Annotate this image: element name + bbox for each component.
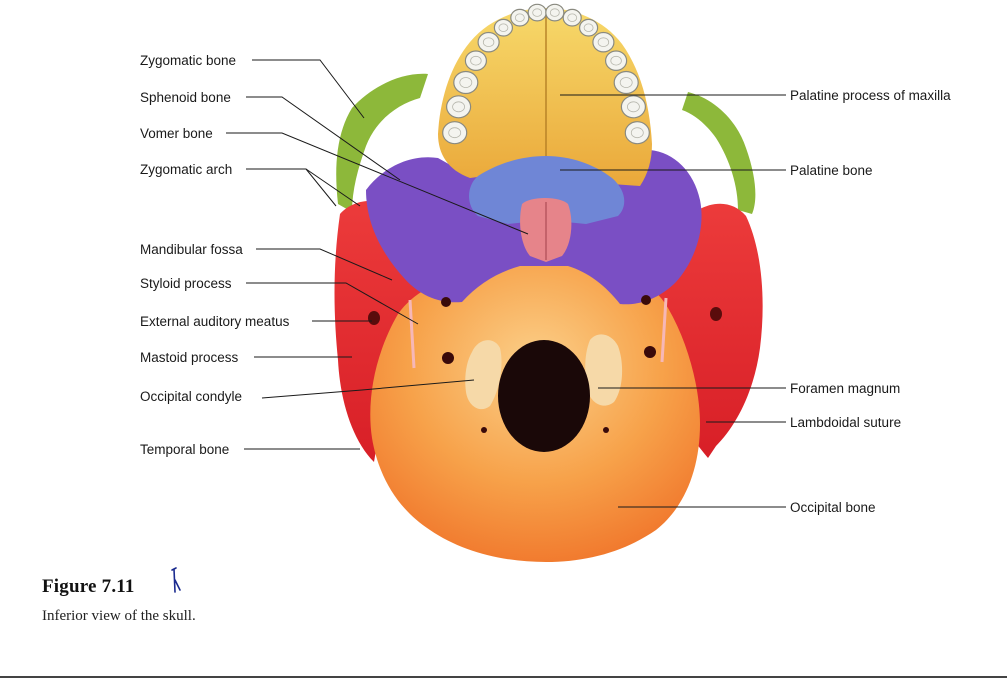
palatine-bone-shape (469, 156, 625, 224)
tooth (442, 121, 468, 145)
tooth-crown (470, 55, 482, 66)
label-mastoid-process: Mastoid process (140, 350, 239, 365)
maxilla-shape (438, 8, 652, 186)
label-zygomatic-bone: Zygomatic bone (140, 53, 236, 68)
leader-zygomatic-bone (252, 59, 365, 119)
leader-styloid-process (246, 282, 419, 325)
styloid-process-left (408, 299, 416, 369)
tooth-crown (514, 13, 525, 22)
label-lambdoidal-suture: Lambdoidal suture (790, 415, 901, 430)
occipital-condyle-left (465, 340, 502, 410)
figure-caption: Inferior view of the skull. (42, 608, 196, 624)
tooth-crown (630, 127, 644, 139)
tooth (624, 121, 650, 145)
figure-number: Figure 7.11 (42, 576, 135, 597)
label-foramen-magnum: Foramen magnum (790, 381, 900, 396)
tooth-crown (452, 101, 466, 113)
tooth (446, 95, 472, 119)
jugular-foramen-right (644, 346, 656, 358)
tooth (592, 31, 615, 53)
bottom-rule (0, 676, 1007, 678)
tooth (464, 50, 487, 71)
foramen-right (641, 295, 651, 305)
tooth (477, 31, 500, 53)
tooth-crown (627, 101, 640, 113)
tooth-crown (597, 37, 610, 47)
jugular-foramen-left (442, 352, 454, 364)
label-occipital-bone: Occipital bone (790, 500, 876, 515)
tooth (604, 50, 628, 71)
tooth-crown (567, 13, 578, 22)
leader-lines (226, 59, 786, 508)
tooth-crown (610, 55, 622, 66)
tooth-crown (448, 127, 462, 139)
tooth (578, 18, 599, 37)
tooth-crown (482, 37, 495, 47)
zygomatic-bone-left (336, 73, 428, 212)
leader-mandibular-fossa (256, 248, 393, 281)
foramen-magnum-opening (498, 340, 590, 452)
label-palatine-bone: Palatine bone (790, 163, 873, 178)
labels: Zygomatic bone Sphenoid bone Vomer bone … (140, 53, 951, 515)
tooth (562, 8, 582, 27)
external-auditory-meatus-left (368, 311, 380, 325)
leader-zygomatic-arch-a (246, 168, 337, 207)
label-occipital-condyle: Occipital condyle (140, 389, 242, 404)
tooth-crown (583, 23, 594, 32)
leader-occipital-condyle (261, 379, 475, 399)
tooth-crown (459, 77, 473, 88)
tooth-crown (532, 8, 543, 17)
label-temporal-bone: Temporal bone (140, 442, 229, 457)
condylar-pit-left (481, 427, 487, 433)
teeth (442, 3, 650, 145)
tooth-crown (549, 8, 560, 17)
styloid-process-right (660, 297, 668, 363)
label-styloid-process: Styloid process (140, 276, 232, 291)
tooth (493, 18, 513, 37)
label-sphenoid-bone: Sphenoid bone (140, 90, 231, 105)
condylar-pit-right (603, 427, 609, 433)
occipital-condyle-right (585, 334, 623, 406)
external-auditory-meatus-right (710, 307, 722, 321)
tooth (620, 95, 647, 119)
tooth (510, 8, 530, 27)
tooth (613, 70, 639, 95)
zygomatic-bone-right (682, 92, 756, 214)
tooth-crown (619, 77, 633, 88)
leader-sphenoid-bone (246, 96, 401, 181)
leader-zygomatic-arch-b (305, 168, 361, 207)
tooth (453, 70, 479, 95)
leader-vomer-bone (226, 132, 529, 235)
foramen-left (441, 297, 451, 307)
tooth-crown (498, 23, 509, 32)
label-zygomatic-arch: Zygomatic arch (140, 162, 232, 177)
label-palatine-process-of-maxilla: Palatine process of maxilla (790, 88, 951, 103)
label-external-auditory-meatus: External auditory meatus (140, 314, 290, 329)
label-mandibular-fossa: Mandibular fossa (140, 242, 243, 257)
label-vomer-bone: Vomer bone (140, 126, 213, 141)
skull-illustration (334, 3, 763, 562)
tooth (545, 3, 565, 22)
handwritten-tick-icon (171, 567, 181, 593)
tooth (527, 3, 547, 22)
